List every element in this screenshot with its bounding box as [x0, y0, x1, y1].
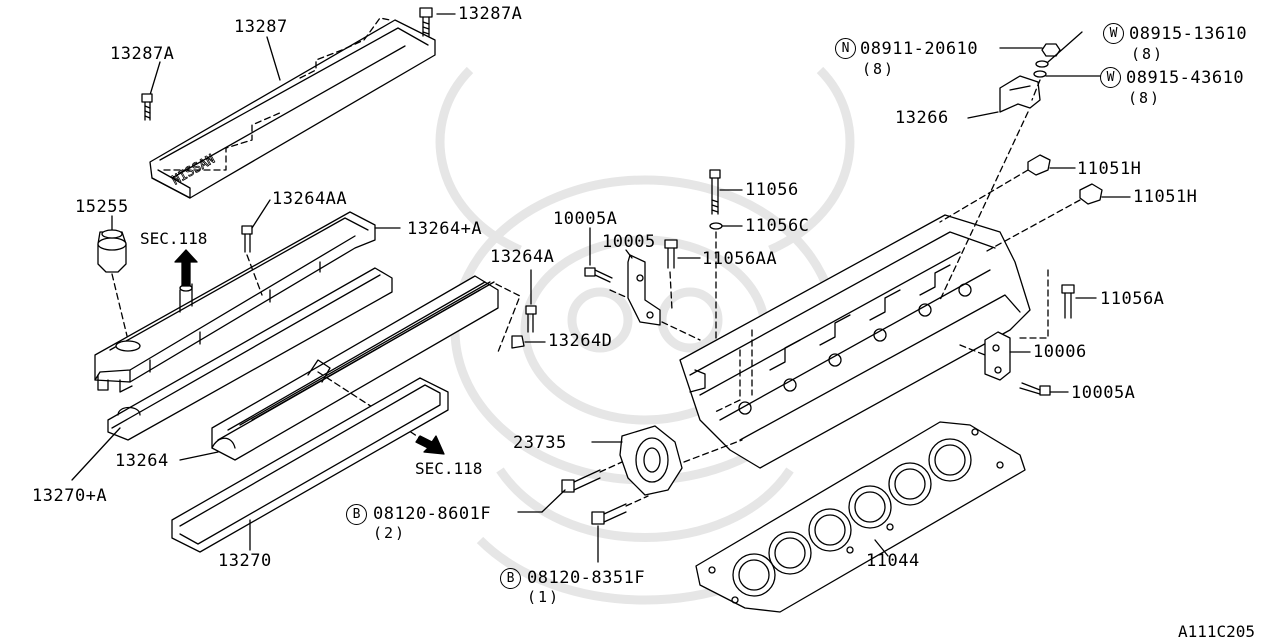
stud-11056: [709, 169, 721, 215]
sec-ref-upper[interactable]: SEC.118: [140, 229, 208, 248]
label-08911-20610: 08911-20610: [860, 39, 979, 59]
prefix-w2-badge: W: [1100, 67, 1121, 88]
qty-08120-8351F: (1): [527, 588, 561, 606]
label-13264: 13264: [115, 451, 169, 471]
oil-cap-15255: [97, 229, 127, 273]
prefix-b2-badge: B: [500, 568, 521, 589]
label-11056C: 11056C: [745, 216, 810, 236]
rocker-gasket-13264: [107, 267, 393, 441]
arrow-down-sec118: [415, 435, 445, 455]
qty-08120-8601F: (2): [373, 524, 407, 542]
bolt-11056A: [1061, 284, 1075, 319]
diagram-code: A111C205: [1178, 622, 1256, 641]
washer-08915-43610: [1033, 70, 1047, 78]
bracket-10006: [984, 331, 1011, 381]
bolt-10005A-left: [584, 267, 613, 283]
head-gasket-11044: [695, 421, 1026, 613]
label-10005A-left: 10005A: [553, 209, 618, 229]
rocker-cover-13264A: [94, 211, 376, 393]
label-13287A-left: 13287A: [110, 44, 175, 64]
label-10005: 10005: [602, 232, 656, 252]
ribbed-cover-13264: [211, 275, 499, 461]
plug-11051H-b: [1079, 183, 1103, 205]
label-13266: 13266: [895, 108, 949, 128]
label-11056AA: 11056AA: [702, 249, 778, 269]
prefix-b1-badge: B: [346, 504, 367, 525]
label-13264D: 13264D: [548, 331, 613, 351]
bolt-13287A-left: [141, 93, 153, 121]
washer-11056C: [709, 222, 723, 230]
bolt-11056AA: [664, 239, 678, 269]
bracket-10005: [627, 254, 661, 326]
label-08915-13610: 08915-13610: [1129, 24, 1248, 44]
label-13270plusA: 13270+A: [32, 486, 108, 506]
label-13287A-top: 13287A: [458, 4, 523, 24]
housing-23735: [619, 425, 683, 496]
bolt-13264AA: [241, 225, 253, 253]
label-10006: 10006: [1033, 342, 1087, 362]
label-11056: 11056: [745, 180, 799, 200]
label-11056A: 11056A: [1100, 289, 1165, 309]
label-13270: 13270: [218, 551, 272, 571]
label-13264AA: 13264AA: [272, 189, 348, 209]
bolt-10005A-right: [1019, 382, 1051, 396]
qty-08915-13610: (8): [1131, 45, 1165, 63]
label-23735: 23735: [513, 433, 567, 453]
qty-08915-43610: (8): [1128, 89, 1162, 107]
qty-08911: (8): [862, 60, 896, 78]
label-08120-8601F: 08120-8601F: [373, 504, 492, 524]
prefix-n-badge: N: [835, 38, 856, 59]
label-13287: 13287: [234, 17, 288, 37]
bolt-08120-8601F: [561, 469, 601, 493]
plug-11051H-a: [1027, 154, 1051, 176]
prefix-w1-badge: W: [1103, 23, 1124, 44]
label-11044: 11044: [866, 551, 920, 571]
label-08915-43610: 08915-43610: [1126, 68, 1245, 88]
sec-ref-lower[interactable]: SEC.118: [415, 459, 483, 478]
gasket-13270: [171, 377, 449, 553]
washer-13264D: [511, 335, 525, 349]
label-10005A-right: 10005A: [1071, 383, 1136, 403]
label-13264A: 13264A: [490, 247, 555, 267]
label-08120-8351F: 08120-8351F: [527, 568, 646, 588]
rocker-cover-13287: NISSAN: [149, 17, 436, 199]
bolt-13287A-top: [419, 7, 433, 37]
label-13264plusA: 13264+A: [407, 219, 483, 239]
label-11051H-a: 11051H: [1077, 159, 1142, 179]
cylinder-head: [679, 214, 1031, 469]
washer-08915-13610: [1035, 60, 1049, 68]
nut-08911: [1041, 43, 1061, 57]
bolt-13264A: [525, 305, 537, 333]
arrow-up-sec118: [174, 249, 198, 287]
label-11051H-b: 11051H: [1133, 187, 1198, 207]
bolt-08120-8351F: [591, 503, 627, 525]
bracket-13266: [999, 75, 1041, 113]
label-15255: 15255: [75, 197, 129, 217]
